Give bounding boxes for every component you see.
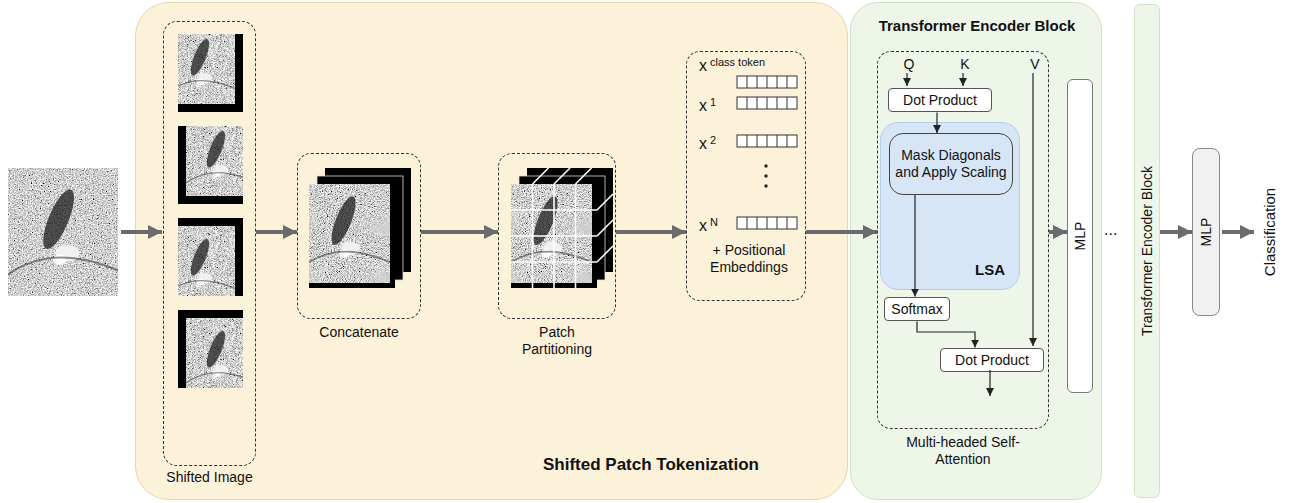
flow-arrow bbox=[421, 230, 498, 234]
node-text: 2 bbox=[710, 134, 716, 146]
node-text: x bbox=[699, 57, 707, 74]
text-slot: 2 bbox=[710, 130, 716, 148]
text-slot: Patch Partitioning bbox=[507, 324, 607, 358]
process-box: Softmax bbox=[884, 297, 950, 322]
node-text: + Positional Embeddings bbox=[701, 242, 797, 276]
node-text: Multi-headed Self-Attention bbox=[888, 434, 1038, 468]
flow-arrow bbox=[806, 230, 877, 234]
text-slot: K bbox=[958, 56, 972, 73]
node-text: x bbox=[699, 135, 707, 152]
node-text: Transformer Encoder Block bbox=[851, 17, 1103, 35]
node-text: N bbox=[710, 216, 718, 228]
text-slot: Transformer Encoder Block bbox=[851, 17, 1103, 35]
text-slot: x bbox=[699, 216, 707, 235]
mlp-box: MLP bbox=[1192, 148, 1220, 316]
text-slot: Mask Diagonals and Apply Scaling bbox=[894, 147, 1008, 181]
node-text: Shifted Image bbox=[145, 469, 275, 486]
text-slot: Multi-headed Self-Attention bbox=[888, 434, 1038, 468]
encoder-block: Transformer Encoder Block bbox=[1134, 4, 1160, 498]
flow-arrow bbox=[1049, 230, 1067, 234]
text-slot: + Positional Embeddings bbox=[701, 242, 797, 276]
node-text: V bbox=[1028, 56, 1042, 73]
flow-arrow bbox=[256, 230, 297, 234]
flow-arrow bbox=[616, 230, 686, 234]
text-slot: Dot Product bbox=[945, 352, 1039, 369]
panel: Transformer Encoder BlockQ K V Multi-headed… bbox=[850, 2, 1102, 500]
node-text: MLP bbox=[1198, 218, 1215, 247]
node-text: 1 bbox=[710, 96, 716, 108]
text-slot: class token bbox=[710, 52, 765, 70]
process-box: Mask Diagonals and Apply Scaling bbox=[889, 133, 1013, 195]
patch-stack bbox=[506, 168, 613, 288]
text-slot: Transformer Encoder Block bbox=[1138, 166, 1156, 336]
text-slot: Shifted Patch Tokenization bbox=[506, 455, 796, 475]
node-text: class token bbox=[710, 56, 765, 68]
attention-arrow bbox=[914, 195, 915, 297]
input-image bbox=[8, 168, 118, 296]
text-slot: MLP bbox=[1071, 222, 1089, 251]
text-slot: Shifted Image bbox=[145, 469, 275, 486]
attention-arrow bbox=[936, 112, 937, 133]
node-text: MLP bbox=[1072, 222, 1089, 251]
process-box: Dot Product bbox=[888, 88, 992, 113]
node-text: x bbox=[699, 217, 707, 234]
text-slot: Dot Product bbox=[893, 92, 987, 109]
text-slot: MLP bbox=[1197, 218, 1215, 247]
concatenated-stack bbox=[304, 168, 411, 288]
module-box: LSA Mask Diagonals and Apply Scaling bbox=[880, 122, 1020, 290]
node-text: x bbox=[699, 97, 707, 114]
node-text: Shifted Patch Tokenization bbox=[506, 455, 796, 475]
node-text: Dot Product bbox=[893, 92, 987, 109]
text-slot: Classification bbox=[1261, 188, 1279, 276]
text-slot: V bbox=[1028, 56, 1042, 73]
node-text: Dot Product bbox=[945, 352, 1039, 369]
node-text: Transformer Encoder Block bbox=[1139, 166, 1156, 336]
node-text: K bbox=[958, 56, 972, 73]
node-text: LSA bbox=[967, 261, 1013, 279]
flow-arrow bbox=[1160, 230, 1192, 234]
node-text: Patch Partitioning bbox=[507, 324, 607, 358]
input-arrow bbox=[121, 230, 162, 234]
text-slot: N bbox=[710, 212, 718, 230]
ellipsis: ... bbox=[1104, 221, 1117, 238]
text-slot: Q bbox=[902, 56, 916, 73]
text-slot: 1 bbox=[710, 92, 716, 110]
text-slot: Concatenate bbox=[294, 324, 424, 341]
node-text: Softmax bbox=[889, 301, 945, 318]
node-text: Mask Diagonals and Apply Scaling bbox=[894, 147, 1008, 181]
text-slot: x bbox=[699, 134, 707, 153]
node-text: Concatenate bbox=[294, 324, 424, 341]
text-slot: x bbox=[699, 56, 707, 75]
process-box: Dot Product bbox=[940, 348, 1044, 373]
text-slot: ... bbox=[1104, 220, 1117, 239]
mlp-box: MLP bbox=[1067, 79, 1093, 393]
text-slot: x bbox=[699, 96, 707, 115]
group-box: QKVMulti-headed Self-AttentionDot Produc… bbox=[877, 51, 1049, 429]
output-label: Classification bbox=[1261, 188, 1279, 276]
text-slot: Softmax bbox=[889, 301, 945, 318]
output-arrow bbox=[1222, 230, 1254, 234]
node-text: Q bbox=[902, 56, 916, 73]
text-slot: LSA bbox=[967, 261, 1013, 279]
